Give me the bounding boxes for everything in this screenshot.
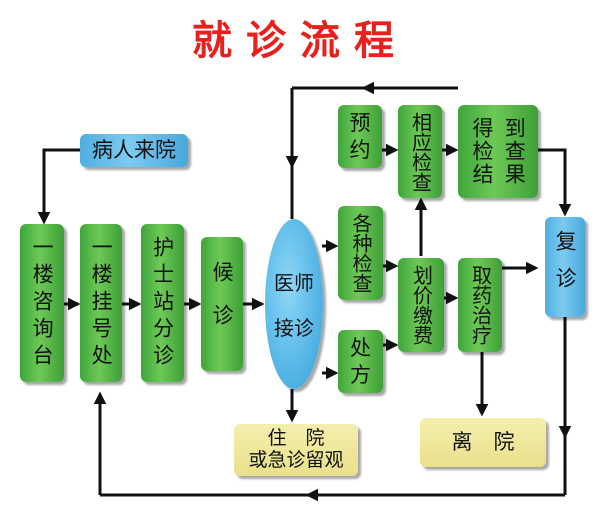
node-pricing-payment: 划价缴费 — [398, 258, 444, 352]
node-waiting: 候诊 — [201, 237, 243, 371]
node-label-line1: 处 — [350, 336, 371, 361]
node-label-line2: 约 — [349, 137, 371, 162]
node-label-line2: 方 — [350, 362, 371, 387]
arrow-patient-to-inquiry — [37, 148, 82, 225]
node-prescription: 处 方 — [338, 330, 383, 393]
node-label-line1: 住 院 — [267, 427, 325, 450]
node-followup: 复诊 — [545, 217, 585, 317]
node-patient-arrives: 病人来院 — [80, 134, 188, 167]
node-label: 取药治疗 — [468, 265, 493, 345]
arrow-results-to-followup — [538, 148, 572, 217]
node-label-line2: 接诊 — [274, 316, 314, 340]
node-various-exams: 各种检查 — [338, 206, 383, 300]
page-title: 就诊流程 — [192, 18, 408, 64]
node-label: 护士站分诊 — [150, 235, 175, 371]
node-label: 一楼挂号处 — [89, 235, 114, 371]
node-leave-hospital: 离 院 — [420, 418, 546, 467]
node-doctor-consult: 医师 接诊 — [265, 219, 323, 389]
node-first-floor-registration: 一楼挂号处 — [80, 224, 122, 382]
node-appointment: 预 约 — [338, 105, 382, 168]
node-label: 一楼咨询台 — [30, 235, 55, 371]
node-label: 病人来院 — [92, 138, 176, 163]
node-hospitalize: 住 院 或急诊留观 — [234, 424, 358, 476]
node-first-floor-inquiry: 一楼咨询台 — [20, 224, 64, 382]
node-label: 各种检查 — [349, 213, 373, 293]
node-label: 相应检查 — [408, 111, 433, 192]
node-label-line1: 预 — [349, 111, 371, 136]
node-get-results: 得检结 到查果 — [458, 105, 538, 198]
node-label: 划价缴费 — [409, 265, 434, 345]
node-label-line2: 或急诊留观 — [248, 449, 344, 471]
node-nurse-triage: 护士站分诊 — [141, 224, 184, 382]
node-label-col2: 到查果 — [502, 117, 527, 186]
node-label-col1: 得检结 — [470, 117, 494, 186]
node-label: 候诊 — [210, 261, 235, 347]
node-medicine-treatment: 取药治疗 — [458, 258, 502, 352]
node-label-line1: 医师 — [274, 271, 314, 295]
node-related-exam: 相应检查 — [398, 105, 442, 198]
node-label: 复诊 — [553, 230, 578, 304]
node-label: 离 院 — [451, 430, 515, 455]
